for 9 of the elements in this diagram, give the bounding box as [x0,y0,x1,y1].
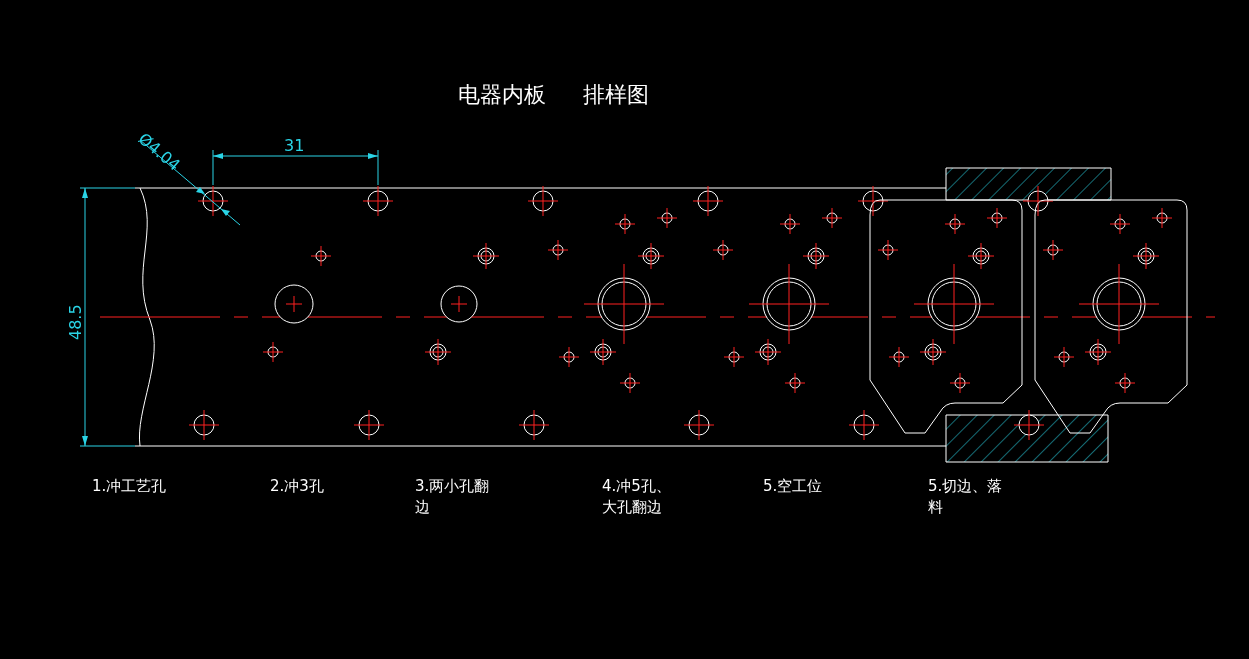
dimension-text: 31 [284,136,305,155]
station-label: 5.切边、落料 [928,476,1004,518]
station-label: 5.空工位 [763,476,824,497]
station-label: 1.冲工艺孔 [92,476,168,497]
station-label: 2.冲3孔 [270,476,325,497]
station-label: 4.冲5孔、大孔翻边 [602,476,672,518]
station-label: 3.两小孔翻边 [415,476,491,518]
drawing-title: 电器内板 排样图 [458,84,649,105]
dimension-text: 48.5 [66,304,85,340]
